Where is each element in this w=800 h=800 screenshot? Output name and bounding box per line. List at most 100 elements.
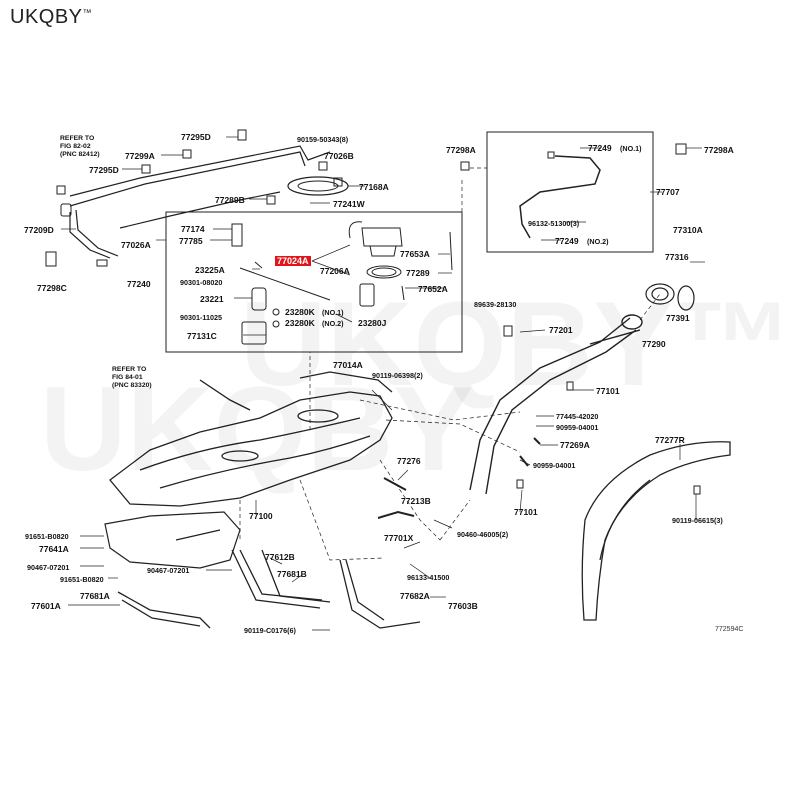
- part-label: 77707: [656, 187, 680, 197]
- part-label: 77681A: [80, 591, 110, 601]
- part-label: 77603B: [448, 601, 478, 611]
- note-line: (PNC 82412): [60, 151, 100, 158]
- part-label: 77213B: [401, 496, 431, 506]
- part-label: 77299A: [125, 151, 155, 161]
- highlighted-part-label: 77024A: [275, 256, 311, 266]
- part-label: 90467-07201: [27, 563, 70, 572]
- part-label-note: (NO.1): [620, 144, 642, 153]
- part-label: 91651-B0820: [25, 532, 69, 541]
- reference-note-fig84: REFER TO FIG 84-01 (PNC 83320): [112, 366, 152, 390]
- brand-name: UKQBY: [10, 6, 83, 28]
- note-line: (PNC 83320): [112, 382, 152, 389]
- part-label: 90467-07201: [147, 566, 190, 575]
- part-label: 91651-B0820: [60, 575, 104, 584]
- part-label-note: (NO.2): [587, 237, 609, 246]
- part-label: 90119-06615(3): [672, 516, 723, 525]
- part-label: 77295D: [181, 132, 211, 142]
- part-label: 77298C: [37, 283, 67, 293]
- part-label: 77298A: [446, 145, 476, 155]
- part-label: 77612B: [265, 552, 295, 562]
- part-label: 77682A: [400, 591, 430, 601]
- part-label: 77131C: [187, 331, 217, 341]
- leader-lines: [61, 136, 705, 631]
- part-label: 77652A: [418, 284, 448, 294]
- part-label: 23280K: [285, 318, 315, 328]
- part-label: 77249: [555, 236, 579, 246]
- reference-lines: [239, 167, 661, 561]
- part-label: 77391: [666, 313, 690, 323]
- tank-protector: [104, 511, 241, 569]
- part-label: 77289: [406, 268, 430, 278]
- part-label: 77316: [665, 252, 689, 262]
- tank-straps: [117, 549, 421, 629]
- pump-internal-parts: [231, 223, 331, 345]
- part-label: 77206A: [320, 266, 350, 276]
- part-label: 77641A: [39, 544, 69, 554]
- part-label: 77014A: [333, 360, 363, 370]
- part-label: 23280J: [358, 318, 387, 328]
- reference-note-fig82: REFER TO FIG 82-02 (PNC 82412): [60, 135, 100, 159]
- part-label: 89639-28130: [474, 300, 517, 309]
- part-label: 77168A: [359, 182, 389, 192]
- part-label: 77101: [514, 507, 538, 517]
- drawing-code: 772594C: [715, 626, 744, 633]
- part-label: 77601A: [31, 601, 61, 611]
- part-label-note: (NO.2): [322, 319, 344, 328]
- part-label: 77653A: [400, 249, 430, 259]
- note-line: FIG 84-01: [112, 374, 143, 381]
- part-label: 77101: [596, 386, 620, 396]
- part-label: 77701X: [384, 533, 414, 543]
- part-label: 77298A: [704, 145, 734, 155]
- watermark-line2: UKQBY: [40, 360, 473, 498]
- part-label: 77295D: [89, 165, 119, 175]
- part-label: 77277R: [655, 435, 685, 445]
- part-label: 77290: [642, 339, 666, 349]
- part-label: 90159-50343(8): [297, 135, 349, 144]
- part-label: 90301-08020: [180, 278, 223, 287]
- part-label: 77445-42020: [556, 412, 599, 421]
- part-label: 77026B: [324, 151, 354, 161]
- brand-trademark: ™: [82, 7, 93, 18]
- part-label: 23225A: [195, 265, 225, 275]
- part-label: 77289B: [215, 195, 245, 205]
- part-label: 23221: [200, 294, 224, 304]
- fuel-tank: [109, 371, 393, 507]
- part-label: 90119-C0176(6): [244, 626, 296, 635]
- part-label: 90460-46005(2): [457, 530, 509, 539]
- part-label: 77026A: [121, 240, 151, 250]
- part-label: 77241W: [333, 199, 365, 209]
- part-label: 77310A: [673, 225, 703, 235]
- part-label: 90119-06398(2): [372, 371, 423, 380]
- part-label-note: (NO.1): [322, 308, 344, 317]
- part-label: 77785: [179, 236, 203, 246]
- part-label: 77201: [549, 325, 573, 335]
- small-fittings: [45, 129, 701, 495]
- watermark-line1: UKQBY™: [240, 275, 793, 413]
- part-label: 77249: [588, 143, 612, 153]
- part-label: 96132-51300(3): [528, 219, 580, 228]
- hoses: [377, 437, 541, 519]
- part-label: 90959-04001: [533, 461, 576, 470]
- part-label: 23280K: [285, 307, 315, 317]
- part-label: 77681B: [277, 569, 307, 579]
- filler-neck: [469, 314, 643, 495]
- part-label: 90959-04001: [556, 423, 599, 432]
- note-line: FIG 82-02: [60, 143, 91, 150]
- part-label: 77276: [397, 456, 421, 466]
- splash-shield: [581, 441, 731, 621]
- vapor-tubes: [519, 155, 601, 239]
- note-line: REFER TO: [60, 135, 95, 142]
- part-label: 77209D: [24, 225, 54, 235]
- part-label: 77269A: [560, 440, 590, 450]
- part-label: 77174: [181, 224, 205, 234]
- part-label: 77240: [127, 279, 151, 289]
- part-label: 96133-41500: [407, 573, 450, 582]
- fuel-lines: [69, 145, 331, 259]
- part-label: 77100: [249, 511, 273, 521]
- part-label: 90301-11025: [180, 313, 222, 322]
- note-line: REFER TO: [112, 366, 147, 373]
- brand-logo: UKQBY™: [10, 6, 92, 29]
- fuel-cap: [645, 283, 695, 311]
